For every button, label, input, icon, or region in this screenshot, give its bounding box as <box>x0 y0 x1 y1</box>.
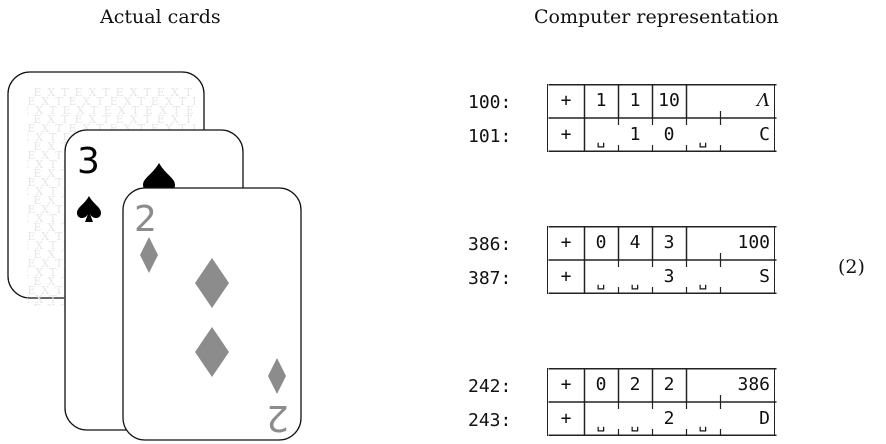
diamond-icon <box>195 258 229 308</box>
cards-illustration: TEXTEXTEXTEXTEXTEXTEXTEXTEXTEXTEXTEXTEXT… <box>7 71 302 441</box>
record-cell: + <box>560 90 572 111</box>
record-cell: + <box>560 408 572 429</box>
diamond-icon <box>140 237 158 273</box>
record-cell: 1 <box>629 90 641 111</box>
card-two-rank: 2 <box>134 199 157 240</box>
spade-icon <box>77 196 101 222</box>
record-cell: + <box>560 266 572 287</box>
record-cell: + <box>560 232 572 253</box>
memory-record: +0 2 2 386 + ␣ ␣ 2 ␣ D <box>547 368 776 436</box>
card-two-rank-inverted: 2 <box>266 397 289 438</box>
address-label: 242: <box>468 376 512 397</box>
record-cell: D <box>759 408 770 429</box>
record-cell: 386 <box>737 374 770 395</box>
record-cell: ␣ <box>596 130 606 148</box>
heading-computer-representation: Computer representation <box>534 6 779 28</box>
record-cell: 1 <box>629 124 641 145</box>
record-cell: ␣ <box>698 272 708 290</box>
record-cell: ␣ <box>698 130 708 148</box>
address-label: 101: <box>468 126 512 147</box>
memory-record: +0 4 3 100 + ␣ ␣ 3 ␣ S <box>547 226 776 294</box>
record-cell: 3 <box>663 266 675 287</box>
record-cell: 1 <box>595 90 607 111</box>
record-cell: 0 <box>595 232 607 253</box>
record-cell: 2 <box>629 374 641 395</box>
record-cell: S <box>759 266 770 287</box>
record-cell: ␣ <box>630 414 640 432</box>
pattern-line: TEXTEXTEXTEXTEX <box>14 95 214 108</box>
record-cell: 3 <box>663 232 675 253</box>
address-label: 387: <box>468 268 512 289</box>
record-cell: Λ <box>757 90 770 111</box>
address-label: 386: <box>468 234 512 255</box>
record-cell: 100 <box>737 232 770 253</box>
record-cell: + <box>560 374 572 395</box>
diamond-icon <box>268 358 286 394</box>
record-cell: + <box>560 124 572 145</box>
record-cell: ␣ <box>630 272 640 290</box>
record-cell: 2 <box>663 408 675 429</box>
diamond-icon <box>195 327 229 377</box>
record-cell: ␣ <box>698 414 708 432</box>
record-cell: C <box>759 124 770 145</box>
record-cell: ␣ <box>596 272 606 290</box>
record-cell: 0 <box>595 374 607 395</box>
card-two-of-diamonds: 2 2 <box>122 187 302 441</box>
card-three-rank: 3 <box>77 141 100 182</box>
equation-number: (2) <box>838 256 865 278</box>
address-label: 243: <box>468 410 512 431</box>
heading-actual-cards: Actual cards <box>100 6 221 28</box>
address-label: 100: <box>468 92 512 113</box>
record-cell: 4 <box>629 232 641 253</box>
pattern-line: TEXTEXTEXTEXTEX <box>20 113 220 126</box>
record-cell: 0 <box>663 124 675 145</box>
record-cell: ␣ <box>596 414 606 432</box>
record-cell: 2 <box>663 374 675 395</box>
record-cell: 10 <box>658 90 680 111</box>
